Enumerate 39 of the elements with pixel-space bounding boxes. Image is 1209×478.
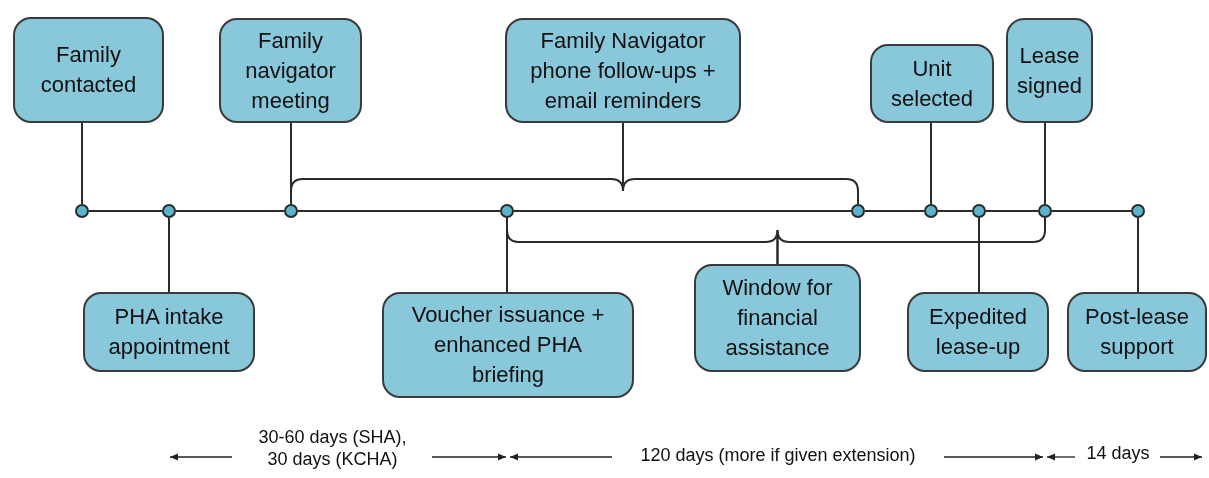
milestone-text: Family contacted (39, 41, 138, 99)
leader-line (168, 217, 170, 293)
milestone-text: Family navigator meeting (244, 26, 337, 115)
leader-line (622, 122, 859, 205)
timeline-line (937, 210, 973, 212)
leader-line (776, 217, 1046, 265)
milestone-text: Voucher issuance + enhanced PHA briefing (410, 301, 606, 389)
milestone-box (13, 17, 164, 123)
duration-label: 14 days (1085, 442, 1151, 464)
timeline-line (297, 210, 501, 212)
milestone-text: Post-lease support (1084, 303, 1190, 361)
timeline-line (513, 210, 852, 212)
milestone-box (382, 292, 634, 398)
leader-line (930, 122, 932, 205)
milestone-box (1067, 292, 1207, 372)
duration-label: 30-60 days (SHA), 30 days (KCHA) (257, 426, 408, 470)
milestone-text: Family Navigator phone follow-ups + email reminders (529, 26, 717, 115)
leader-line (978, 217, 980, 293)
leader-line (81, 122, 83, 205)
milestone-text: Lease signed (1017, 41, 1082, 100)
milestone-box (870, 44, 994, 123)
timeline-line (88, 210, 163, 212)
milestone-box (83, 292, 255, 372)
milestone-text: PHA intake appointment (107, 303, 231, 361)
milestone-box (505, 18, 741, 123)
timeline-line (1051, 210, 1132, 212)
milestone-text: Unit selected (890, 54, 974, 113)
milestone-box (907, 292, 1049, 372)
milestone-box (694, 264, 861, 372)
leader-line (1137, 217, 1139, 293)
milestone-text: Expedited lease-up (928, 303, 1028, 361)
milestone-box (1006, 18, 1093, 123)
leader-line (1044, 122, 1046, 205)
timeline-line (864, 210, 925, 212)
milestone-text: Window for financial assistance (721, 274, 834, 362)
timeline-line (175, 210, 285, 212)
duration-label: 120 days (more if given extension) (639, 444, 917, 466)
timeline-line (985, 210, 1039, 212)
milestone-box (219, 18, 362, 123)
